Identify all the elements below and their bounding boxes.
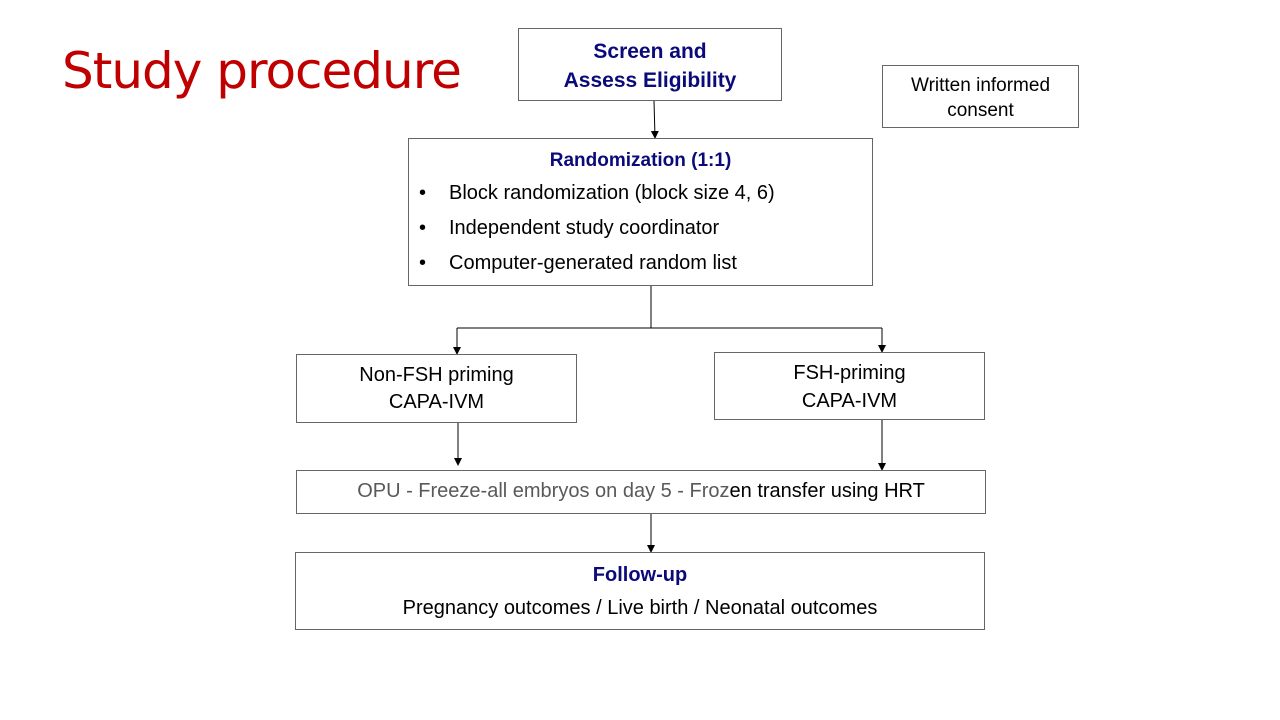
opu-transfer-box: OPU - Freeze-all embryos on day 5 - Froz…	[296, 470, 986, 514]
opu-text-part-2: en transfer using HRT	[729, 480, 925, 502]
randomization-bullet: •Independent study coordinator	[419, 217, 720, 239]
consent-line-2: consent	[947, 100, 1014, 121]
bullet-dot-icon: •	[419, 252, 427, 274]
randomization-bullet: •Block randomization (block size 4, 6)	[419, 182, 775, 204]
follow-up-box: Follow-up Pregnancy outcomes / Live birt…	[295, 552, 985, 630]
randomization-heading: Randomization (1:1)	[549, 150, 732, 171]
fsh-line-2: CAPA-IVM	[801, 390, 898, 412]
slide-title: Study procedure	[62, 42, 462, 100]
nonfsh-line-2: CAPA-IVM	[388, 391, 485, 413]
bullet-dot-icon: •	[419, 217, 427, 239]
non-fsh-priming-box: Non-FSH priming CAPA-IVM	[296, 354, 577, 423]
screen-line-2: Assess Eligibility	[563, 69, 737, 92]
opu-text-part-1: OPU - Freeze-all embryos on day 5 - Froz	[357, 480, 730, 502]
screen-eligibility-box: Screen and Assess Eligibility	[518, 28, 782, 101]
arrow-screen-to-randomization	[650, 100, 659, 139]
fsh-priming-box: FSH-priming CAPA-IVM	[714, 352, 985, 420]
randomization-bullet: •Computer-generated random list	[419, 252, 737, 274]
followup-heading: Follow-up	[592, 564, 688, 586]
screen-line-1: Screen and	[593, 40, 707, 63]
randomization-box: Randomization (1:1) •Block randomization…	[408, 138, 873, 286]
randomization-bullet-list: •Block randomization (block size 4, 6) •…	[409, 181, 775, 286]
bullet-dot-icon: •	[419, 182, 427, 204]
nonfsh-line-1: Non-FSH priming	[359, 364, 514, 386]
fsh-line-1: FSH-priming	[793, 362, 906, 384]
consent-line-1: Written informed	[910, 75, 1051, 96]
followup-outcomes: Pregnancy outcomes / Live birth / Neonat…	[402, 597, 878, 619]
informed-consent-box: Written informed consent	[882, 65, 1079, 128]
